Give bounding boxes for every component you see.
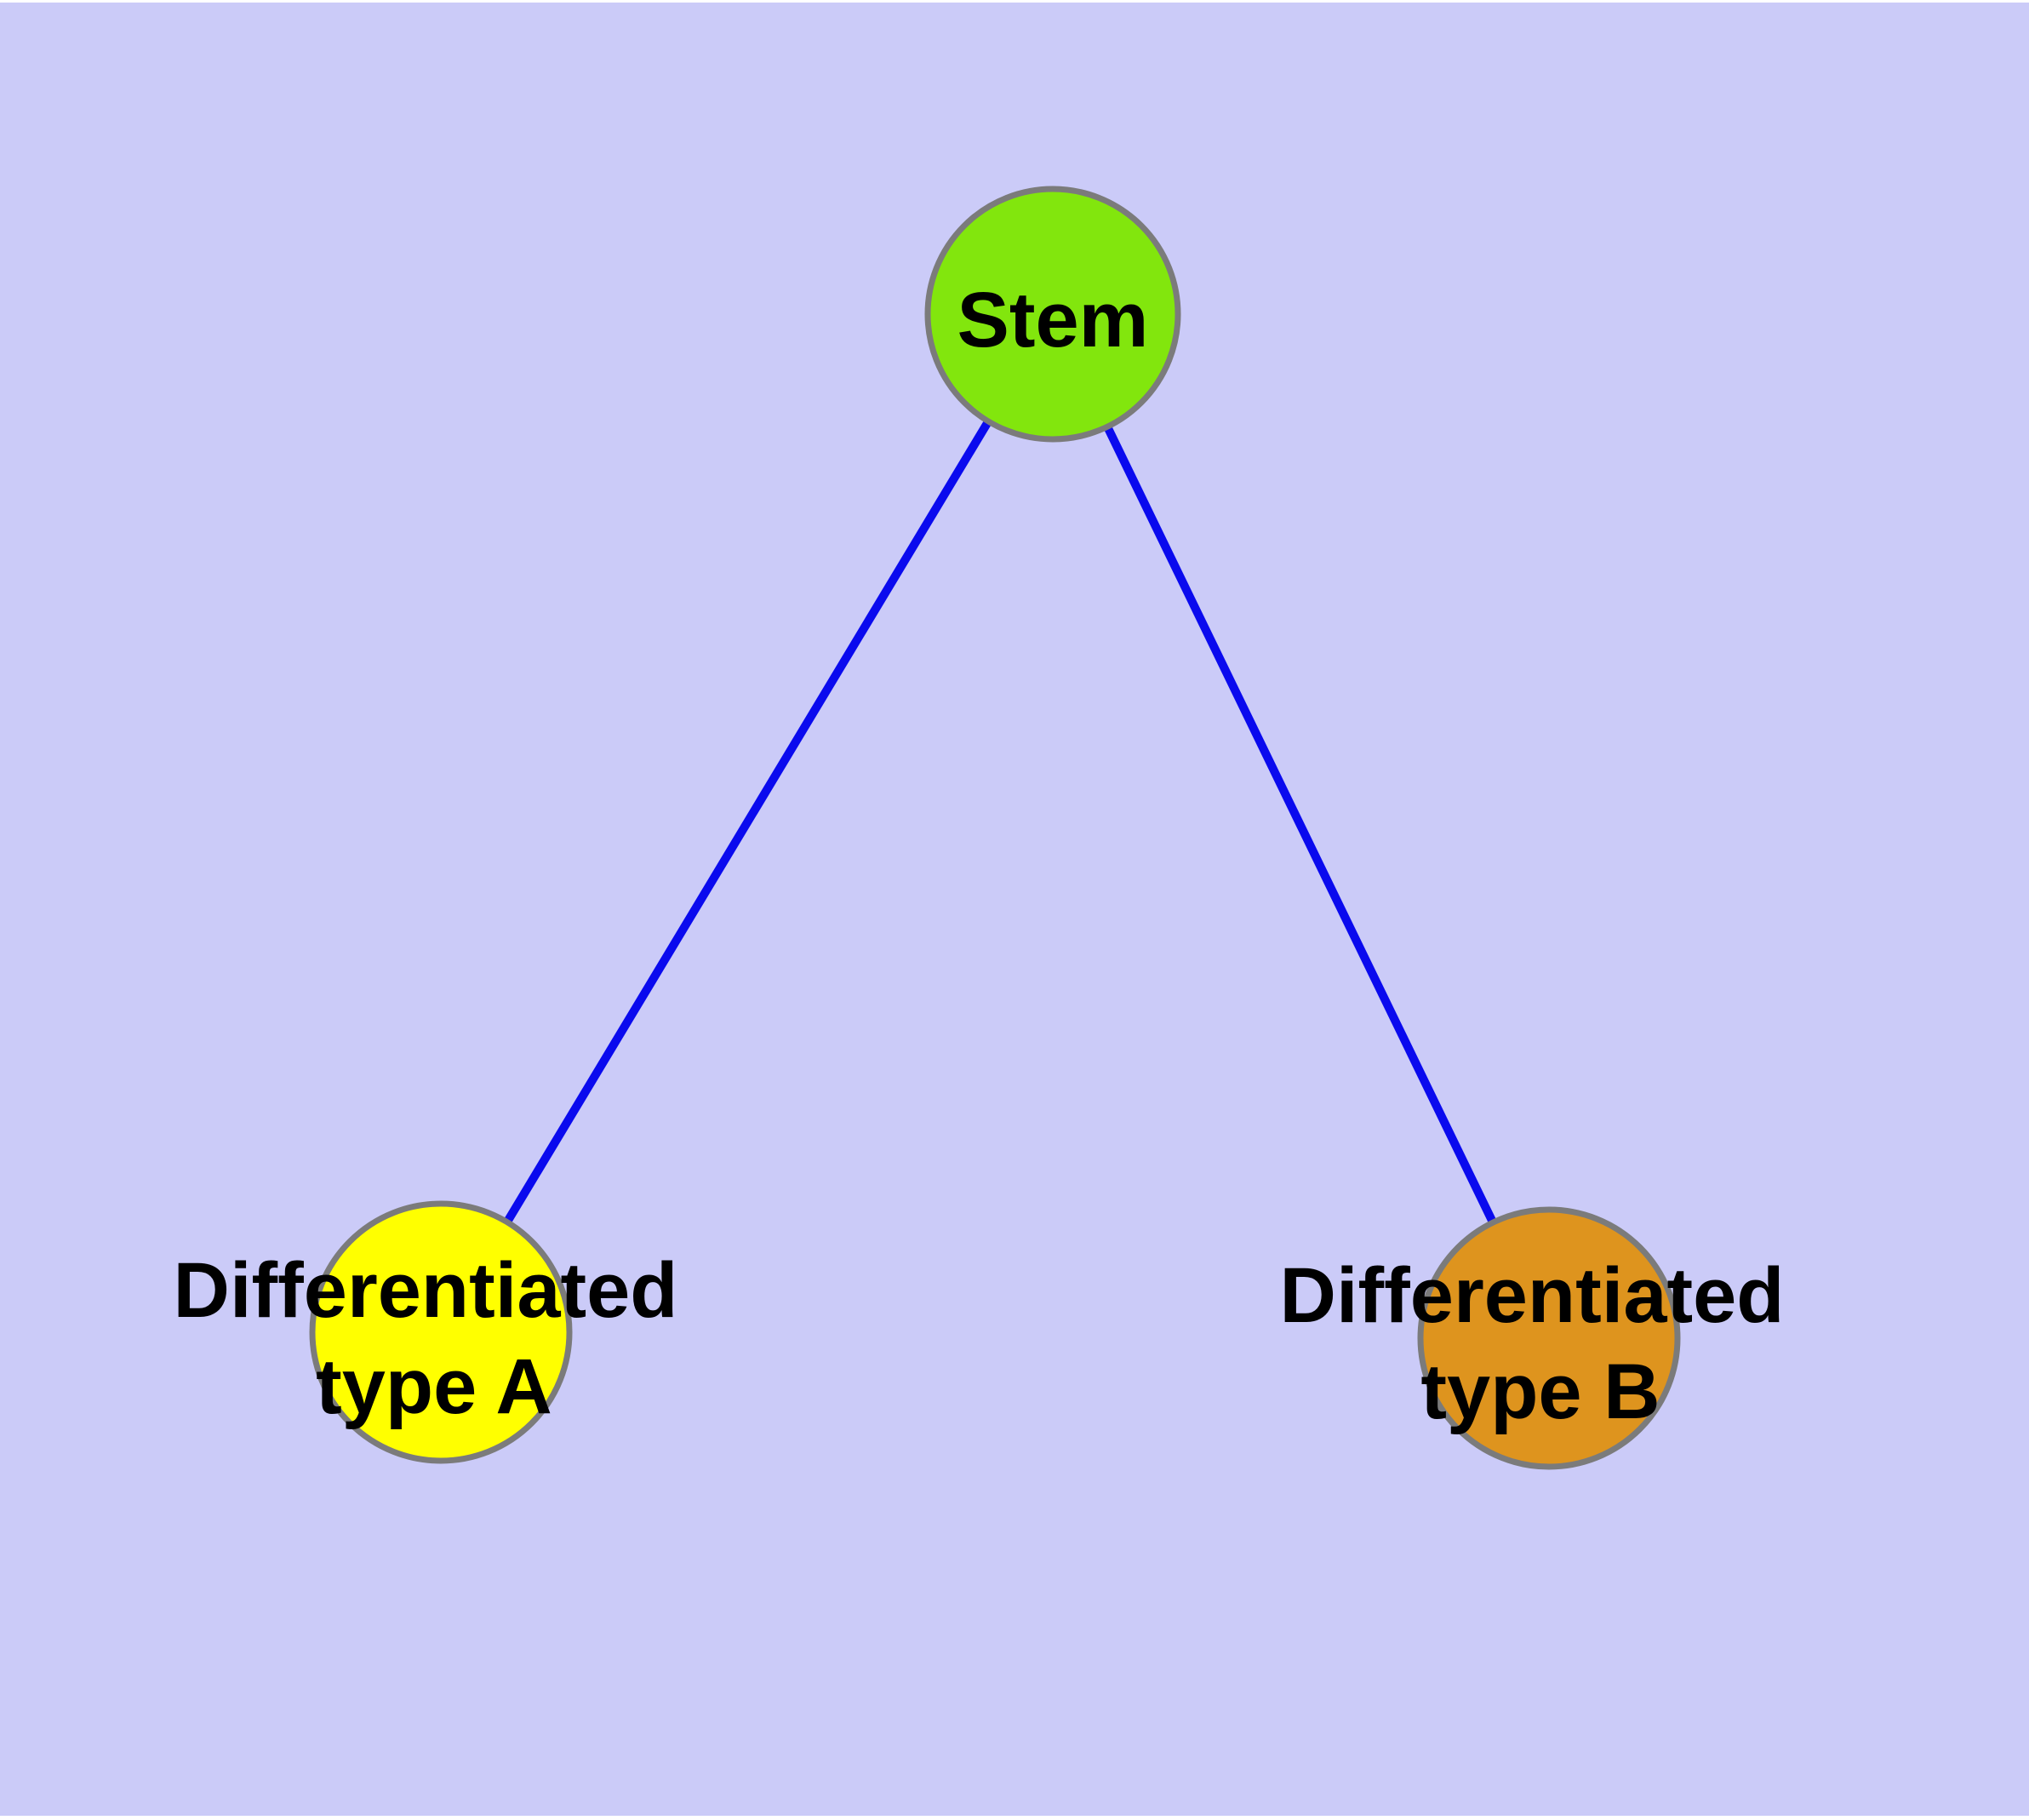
differentiated-type-a-label-line1: Differentiated: [174, 1247, 678, 1334]
node-differentiated-type-a: Differentiated type A: [174, 1200, 678, 1464]
node-differentiated-type-b: Differentiated type B: [1280, 1206, 1785, 1470]
node-stem: Stem: [924, 186, 1181, 443]
edge-group: [437, 312, 1553, 1341]
differentiated-type-b-label-line2: type B: [1420, 1348, 1660, 1435]
stem-node-circle: [924, 186, 1181, 443]
stem-node-label: Stem: [957, 277, 1149, 363]
edge-stem-to-differentiated-type-b: [1049, 312, 1553, 1341]
edge-stem-to-differentiated-type-a: [437, 312, 1057, 1335]
differentiated-type-a-node-circle: [309, 1200, 573, 1464]
differentiated-type-b-node-circle: [1417, 1206, 1681, 1470]
differentiated-type-b-label-line1: Differentiated: [1280, 1252, 1785, 1339]
differentiated-type-a-label-line2: type A: [316, 1343, 552, 1430]
